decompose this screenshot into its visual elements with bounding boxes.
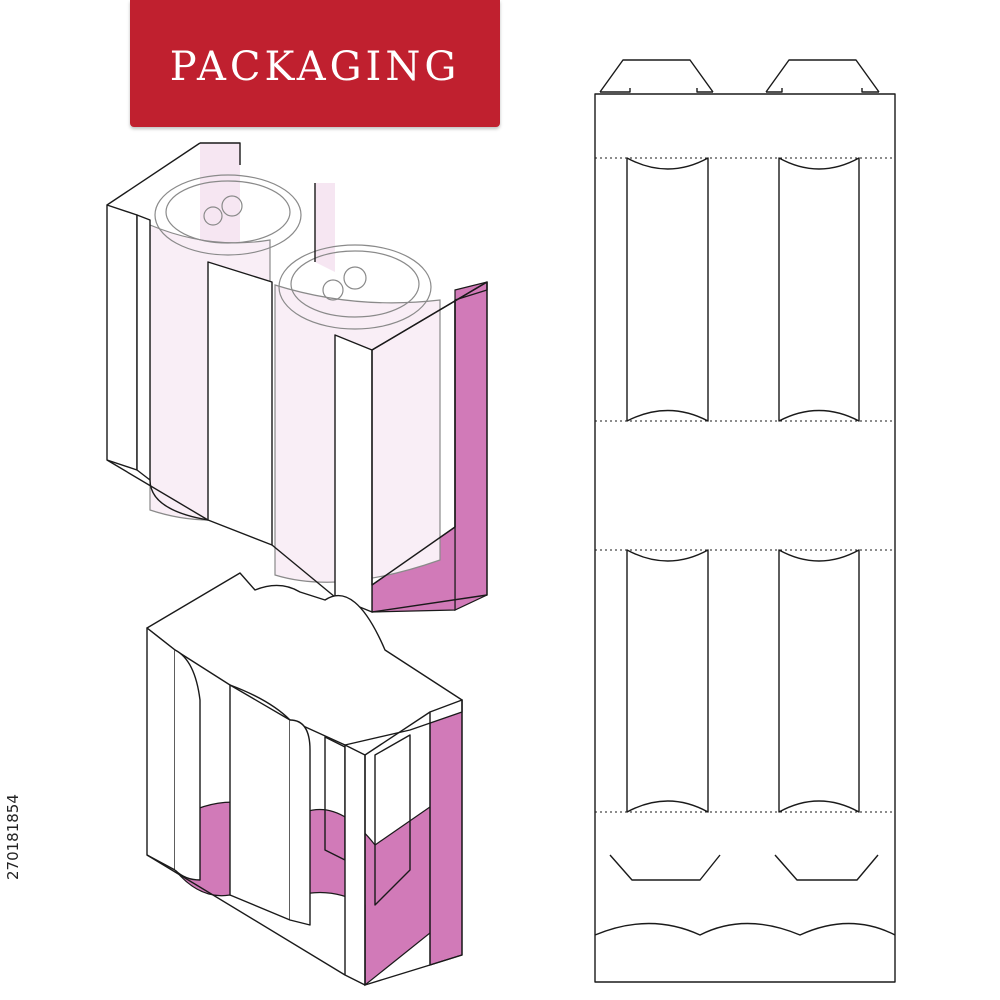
pull-tab-icon [221,195,243,217]
window-cutout [626,157,709,422]
box-right-window [374,734,411,906]
bottom-edge-curve [594,922,896,936]
stock-id: 270181854 [4,794,22,880]
sleeve-right-panel [334,334,373,613]
can-carrier-box-filled [106,142,488,613]
box-left-edge [146,627,176,871]
box-right-fold [344,744,366,986]
box-side-magenta [429,699,463,966]
back-panel-tint-2 [315,183,335,272]
can-lid-right [278,244,432,330]
box-left-curve [174,649,201,881]
can-lid-left-rim [165,180,291,244]
pull-tab-icon [343,266,367,290]
window-cutout [778,157,860,422]
top-tab-right [765,59,880,93]
window-cutout [778,549,860,813]
box-center-panel [229,684,291,921]
sleeve-left-fold [136,214,151,481]
side-panel-magenta [454,281,488,611]
dieline-flat-layout [594,59,896,983]
top-tab-left [599,59,714,93]
back-panel-tint [200,143,240,262]
title-banner: PACKAGING [130,0,500,127]
box-top-opening [146,572,463,746]
tab-slot [774,854,879,881]
tab-slot [609,854,721,881]
dieline-outline [594,93,896,983]
sleeve-center-panel [207,261,273,546]
pull-tab-icon [322,279,344,301]
can-lid-left [154,174,302,256]
banner-title: PACKAGING [169,43,461,90]
pull-tab-icon [203,206,223,226]
box-center-curve [289,719,311,926]
sleeve-left-edge [106,204,138,471]
can-carrier-box-empty [146,572,463,987]
can-lid-right-rim [290,250,420,318]
window-cutout [626,549,709,813]
